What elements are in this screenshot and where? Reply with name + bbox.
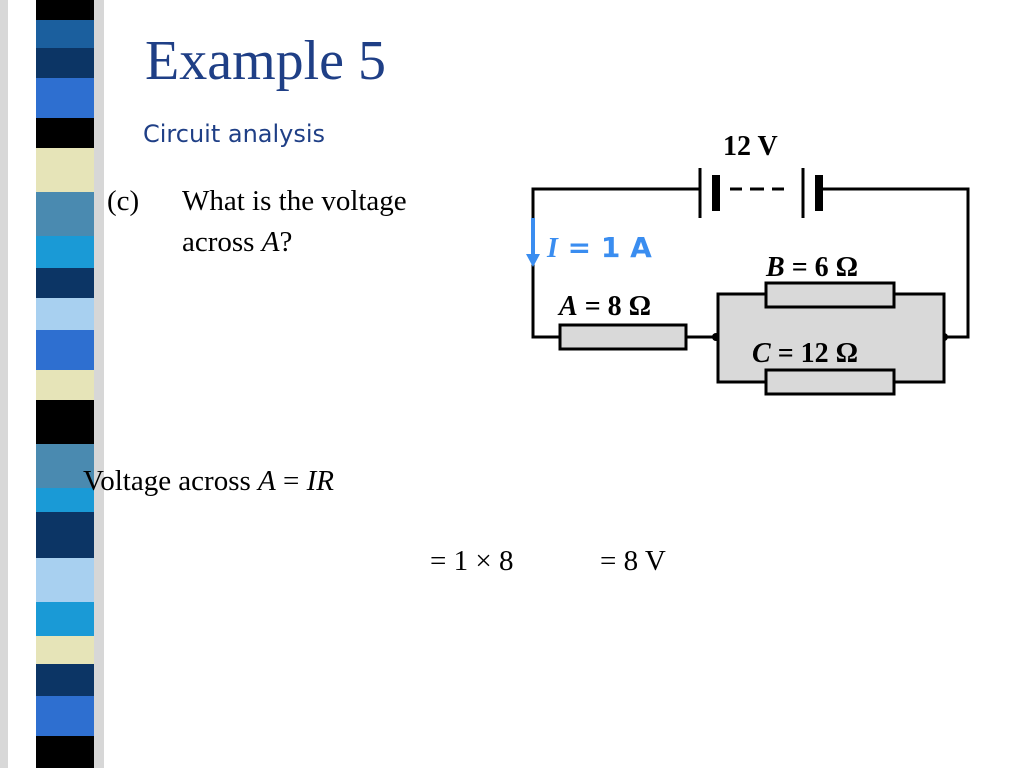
- question-line-2: across A?: [182, 226, 293, 259]
- decorative-stripe-bar: [0, 0, 118, 768]
- slide-title: Example 5: [145, 30, 387, 92]
- battery-label: 12 V: [723, 131, 778, 162]
- parallel-block: [716, 292, 946, 384]
- stripe-blocks: [36, 0, 94, 768]
- resistor-c-label: C = 12 Ω: [752, 338, 858, 369]
- current-arrow-icon: [526, 218, 540, 267]
- junction-left: [712, 333, 720, 341]
- solution-formula: IR: [306, 465, 334, 497]
- resistor-c: [764, 368, 896, 396]
- circuit-wires: [531, 187, 970, 339]
- junction-right: [940, 333, 948, 341]
- question-text: What is the voltage across A?: [182, 181, 472, 263]
- resistor-a-label: A = 8 Ω: [557, 291, 651, 322]
- solution-variable: A: [258, 465, 276, 497]
- resistor-b-label: B = 6 Ω: [765, 252, 858, 283]
- current-label: I = 1 A: [546, 231, 652, 264]
- resistor-a: [558, 323, 688, 351]
- solution-line-1: Voltage across A = IR: [83, 465, 334, 497]
- stripe-pattern: [0, 0, 118, 768]
- question-line-1: What is the voltage: [182, 185, 407, 217]
- solution-step-1: = 1 × 8: [430, 545, 514, 577]
- question-variable: A: [261, 226, 280, 259]
- question-tag: (c): [107, 185, 140, 217]
- resistor-b: [764, 281, 896, 309]
- solution-step-2: = 8 V: [600, 545, 666, 577]
- battery-icon: [698, 168, 823, 218]
- slide-subtitle: Circuit analysis: [143, 120, 326, 148]
